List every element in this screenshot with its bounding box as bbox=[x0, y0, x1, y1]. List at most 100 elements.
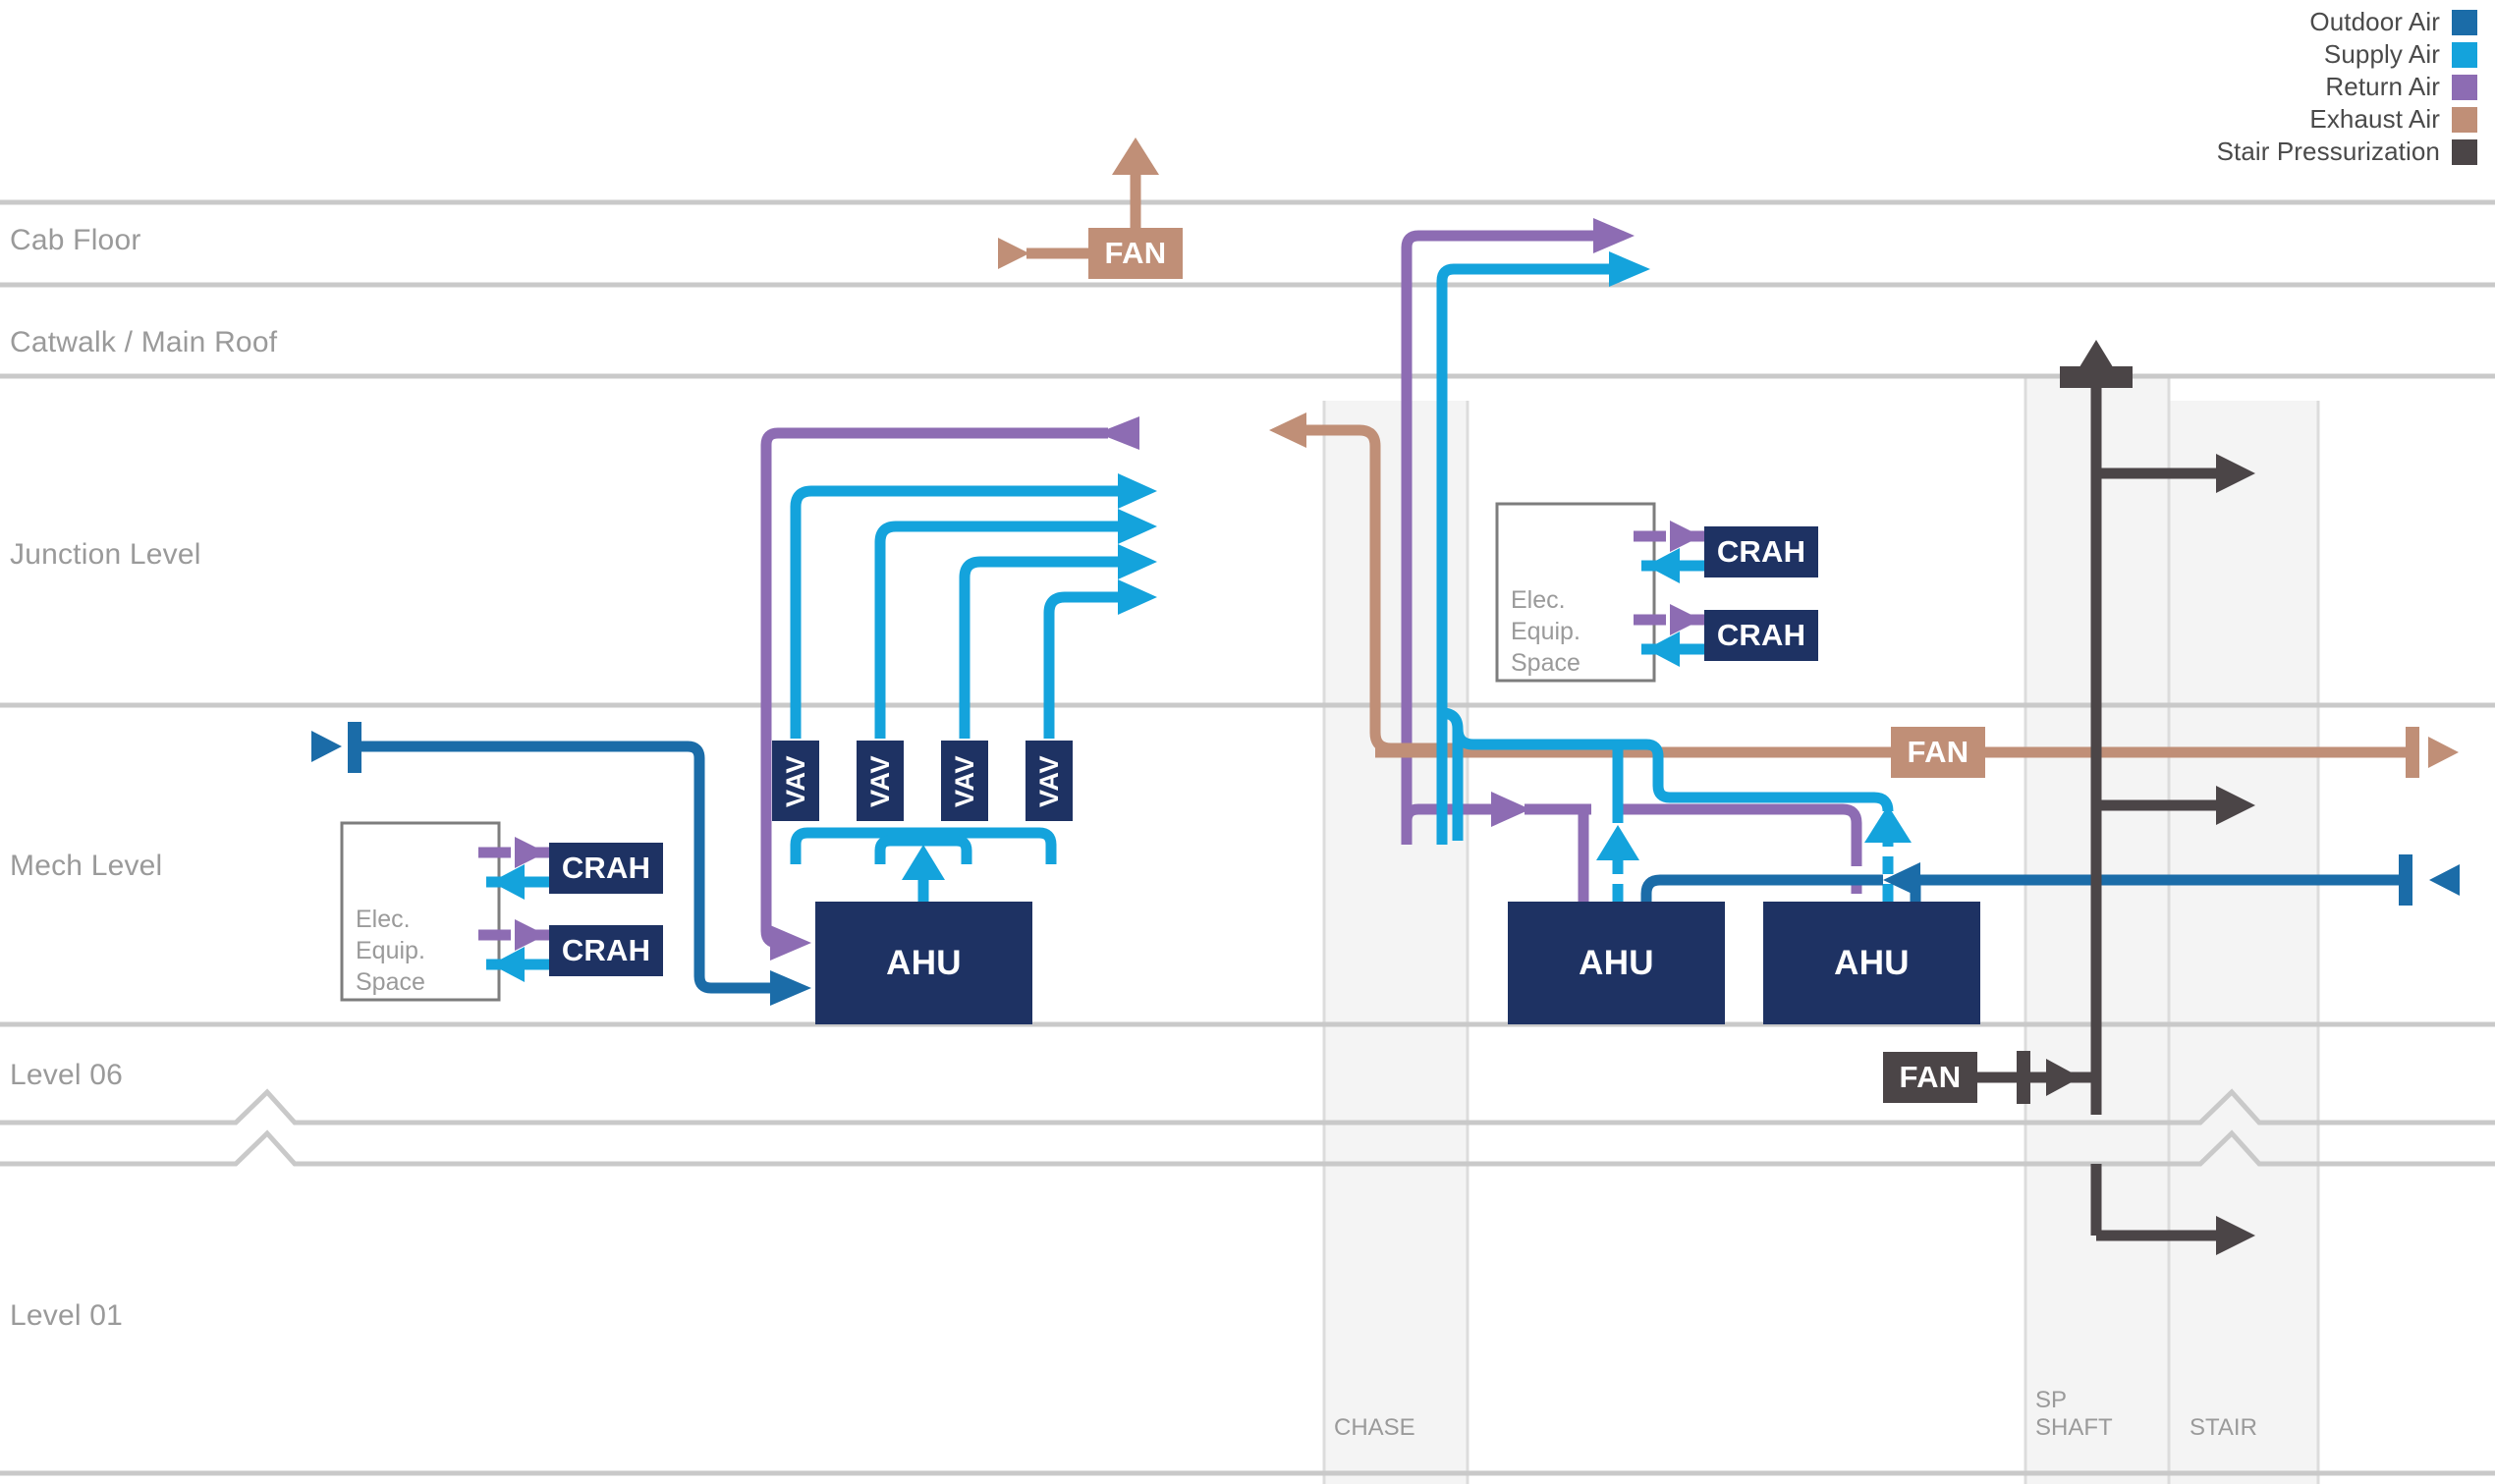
legend-item-exhaust-air: Exhaust Air bbox=[2217, 103, 2477, 136]
elec-equip-space-right-label: Elec. Equip. Space bbox=[1511, 586, 1580, 677]
crah-rl-supply-arrow-icon bbox=[1646, 632, 1680, 667]
floor-label-level-06: Level 06 bbox=[10, 1059, 124, 1091]
shaft-caption-stair: STAIR bbox=[2190, 1414, 2257, 1441]
supply-discharge-arrow-1-icon bbox=[1118, 473, 1157, 509]
legend-swatch-supply-air bbox=[2452, 41, 2477, 68]
supply-air-left-branches bbox=[790, 473, 1157, 902]
return-drop-outer bbox=[1842, 803, 1862, 849]
ahu-box-right-outer[interactable] bbox=[1763, 902, 1980, 1024]
supply-header-to-chase bbox=[1452, 728, 1671, 841]
crah-box-right-lower[interactable] bbox=[1704, 610, 1818, 661]
legend-swatch-exhaust-air bbox=[2452, 106, 2477, 133]
crah-right-upper-ducts bbox=[1634, 521, 1707, 583]
vav-box-3[interactable] bbox=[941, 741, 988, 821]
floor-lines bbox=[0, 199, 2495, 1476]
sp-fan-arrow-icon bbox=[2046, 1059, 2080, 1096]
fan-box-stair-press[interactable] bbox=[1883, 1052, 1977, 1103]
return-cab-intake-arrow-icon bbox=[1593, 218, 1635, 253]
vav-box-1[interactable] bbox=[772, 741, 819, 821]
exhaust-discharge-arrow-right-icon bbox=[2428, 737, 2459, 768]
legend-item-return-air: Return Air bbox=[2217, 71, 2477, 103]
outdoor-branch-to-inner bbox=[1640, 874, 1883, 902]
legend-swatch-outdoor-air bbox=[2452, 9, 2477, 35]
outdoor-louver-left bbox=[348, 722, 361, 773]
legend-item-outdoor-air: Outdoor Air bbox=[2217, 6, 2477, 38]
floor-label-junction-level: Junction Level bbox=[10, 538, 201, 571]
supply-discharge-arrow-4-icon bbox=[1118, 579, 1157, 615]
legend-swatch-return-air bbox=[2452, 74, 2477, 100]
legend: Outdoor Air Supply Air Return Air Exhaus… bbox=[2217, 6, 2477, 168]
return-air-left-duct bbox=[760, 416, 1139, 961]
crah-lu-supply-arrow-icon bbox=[491, 864, 525, 900]
elec-equip-space-left-box bbox=[340, 821, 501, 1002]
sp-damper-bar bbox=[2017, 1051, 2030, 1104]
crah-box-right-upper[interactable] bbox=[1704, 526, 1818, 577]
supply-leg-3 bbox=[959, 556, 1120, 739]
legend-item-supply-air: Supply Air bbox=[2217, 38, 2477, 71]
shaft-caption-chase: CHASE bbox=[1334, 1414, 1415, 1441]
elec-equip-space-right-box bbox=[1495, 502, 1656, 683]
return-feed-to-right-bank bbox=[1401, 803, 1491, 845]
exhaust-cab-inlet-arrow-icon bbox=[998, 238, 1029, 269]
outdoor-air-right-duct bbox=[1640, 854, 2460, 906]
supply-discharge-arrow-2-icon bbox=[1118, 509, 1157, 544]
return-riser-to-cab bbox=[1401, 230, 1593, 841]
sp-branch-arrow-level01-icon bbox=[2216, 1216, 2255, 1255]
supply-trunk-arrow-icon bbox=[902, 845, 945, 880]
return-duct-left-run bbox=[760, 427, 1108, 949]
ahu-box-right-inner[interactable] bbox=[1508, 902, 1725, 1024]
legend-item-stair-pressurization: Stair Pressurization bbox=[2217, 136, 2477, 168]
legend-label-return-air: Return Air bbox=[2325, 72, 2440, 101]
outdoor-intake-arrow-right-icon bbox=[2429, 864, 2460, 896]
floor-label-catwalk: Catwalk / Main Roof bbox=[10, 326, 278, 358]
supply-leg-4 bbox=[1043, 591, 1120, 739]
vav-box-4[interactable] bbox=[1026, 741, 1073, 821]
supply-outer-header bbox=[1670, 792, 1894, 812]
supply-arrow-inner-ahu-icon bbox=[1596, 825, 1639, 860]
outdoor-louver-right bbox=[2399, 854, 2412, 906]
sp-branch-arrow-junction-icon bbox=[2216, 454, 2255, 493]
legend-label-outdoor-air: Outdoor Air bbox=[2309, 7, 2440, 36]
return-arrow-into-ahu-left-icon bbox=[770, 925, 811, 961]
crah-ru-supply-arrow-icon bbox=[1646, 548, 1680, 583]
fan-box-exhaust-mech[interactable] bbox=[1891, 727, 1985, 778]
supply-header-inner bbox=[874, 835, 972, 864]
equipment-boxes bbox=[549, 228, 1985, 1103]
fan-box-exhaust-cab[interactable] bbox=[1088, 228, 1183, 279]
supply-leg-2 bbox=[874, 521, 1120, 739]
supply-air-right-ducts bbox=[1436, 707, 1912, 902]
outdoor-air-left-duct bbox=[311, 722, 811, 1006]
sp-branch-arrow-mech-icon bbox=[2216, 786, 2255, 825]
outdoor-arrow-into-ahu-left-icon bbox=[770, 970, 811, 1006]
crah-left-upper-ducts bbox=[478, 837, 552, 900]
crah-box-left-lower[interactable] bbox=[549, 925, 663, 976]
floorline-break-upper bbox=[0, 1088, 2495, 1126]
legend-label-stair-pressurization: Stair Pressurization bbox=[2216, 137, 2440, 166]
return-air-right-ducts bbox=[1401, 792, 1862, 902]
crah-left-lower-ducts bbox=[478, 919, 552, 982]
crah-right-lower-ducts bbox=[1634, 604, 1707, 667]
outdoor-duct-left-run bbox=[359, 741, 770, 994]
stair-pressurization-system bbox=[1977, 340, 2255, 1255]
ahu-box-left[interactable] bbox=[815, 902, 1032, 1024]
floor-label-cab-floor: Cab Floor bbox=[10, 224, 141, 256]
supply-riser-to-cab bbox=[1436, 263, 1611, 841]
floorline-break-lower bbox=[0, 1129, 2495, 1167]
supply-arrow-outer-ahu-icon bbox=[1864, 805, 1912, 843]
supply-cab-discharge-arrow-icon bbox=[1609, 251, 1650, 287]
chase-supply-riser bbox=[1436, 251, 1650, 841]
crah-ll-supply-arrow-icon bbox=[491, 947, 525, 982]
vav-box-2[interactable] bbox=[857, 741, 904, 821]
legend-swatch-stair-pressurization bbox=[2452, 138, 2477, 165]
supply-header-outer bbox=[790, 827, 1057, 864]
legend-label-supply-air: Supply Air bbox=[2323, 39, 2440, 69]
shaft-caption-sp-shaft: SP SHAFT bbox=[2035, 1387, 2113, 1442]
exhaust-louver-right bbox=[2406, 727, 2419, 778]
chase-return-riser bbox=[1401, 218, 1635, 841]
elec-equip-space-left-label: Elec. Equip. Space bbox=[356, 906, 425, 996]
crah-box-left-upper[interactable] bbox=[549, 843, 663, 894]
crah-ru-return-arrow-icon bbox=[1670, 521, 1701, 552]
crah-rl-return-arrow-icon bbox=[1670, 604, 1701, 635]
supply-leg-1 bbox=[790, 485, 1120, 739]
